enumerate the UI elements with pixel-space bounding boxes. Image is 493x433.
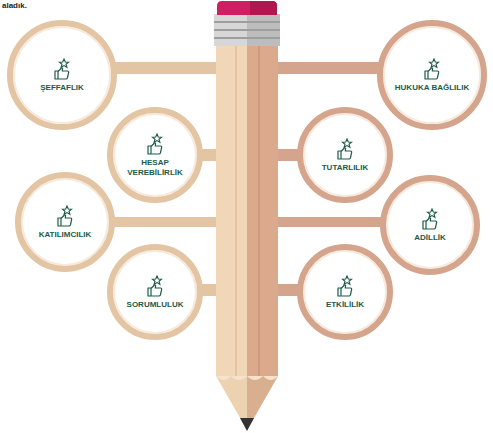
pencil-ferrule (214, 14, 280, 46)
value-label: SORUMLULUK (127, 300, 184, 310)
thumbs-up-star-icon (145, 275, 165, 297)
value-circle: KATILIMCILIK (15, 172, 115, 272)
thumbs-up-star-icon (52, 58, 72, 80)
value-circle: ETKİLİLİK (297, 244, 393, 340)
value-label: ŞEFFAFLIK (40, 83, 84, 93)
pencil-eraser (217, 1, 277, 15)
value-circle: ŞEFFAFLIK (7, 20, 117, 130)
cropped-caption: aladık. (2, 1, 27, 10)
value-circle: SORUMLULUK (107, 244, 203, 340)
pencil-lead (240, 418, 254, 431)
pencil-body-right (247, 44, 278, 376)
thumbs-up-star-icon (422, 58, 442, 80)
thumbs-up-star-icon (145, 133, 165, 155)
value-label: ETKİLİLİK (326, 300, 364, 310)
thumbs-up-star-icon (335, 275, 355, 297)
value-label: HUKUKA BAĞLILIK (395, 83, 469, 93)
thumbs-up-star-icon (335, 138, 355, 160)
value-label: KATILIMCILIK (39, 230, 92, 240)
value-label: ADİLLİK (414, 233, 446, 243)
pencil-body-left (216, 44, 247, 376)
pencil-tip (216, 376, 278, 430)
value-circle: TUTARLILIK (297, 107, 393, 203)
value-label: TUTARLILIK (322, 163, 369, 173)
thumbs-up-star-icon (55, 205, 75, 227)
value-circle: HUKUKA BAĞLILIK (377, 20, 487, 130)
value-circle: ADİLLİK (380, 175, 480, 275)
value-circle: HESAP VEREBİLİRLİK (107, 107, 203, 203)
value-label: HESAP VEREBİLİRLİK (120, 158, 190, 177)
thumbs-up-star-icon (420, 208, 440, 230)
